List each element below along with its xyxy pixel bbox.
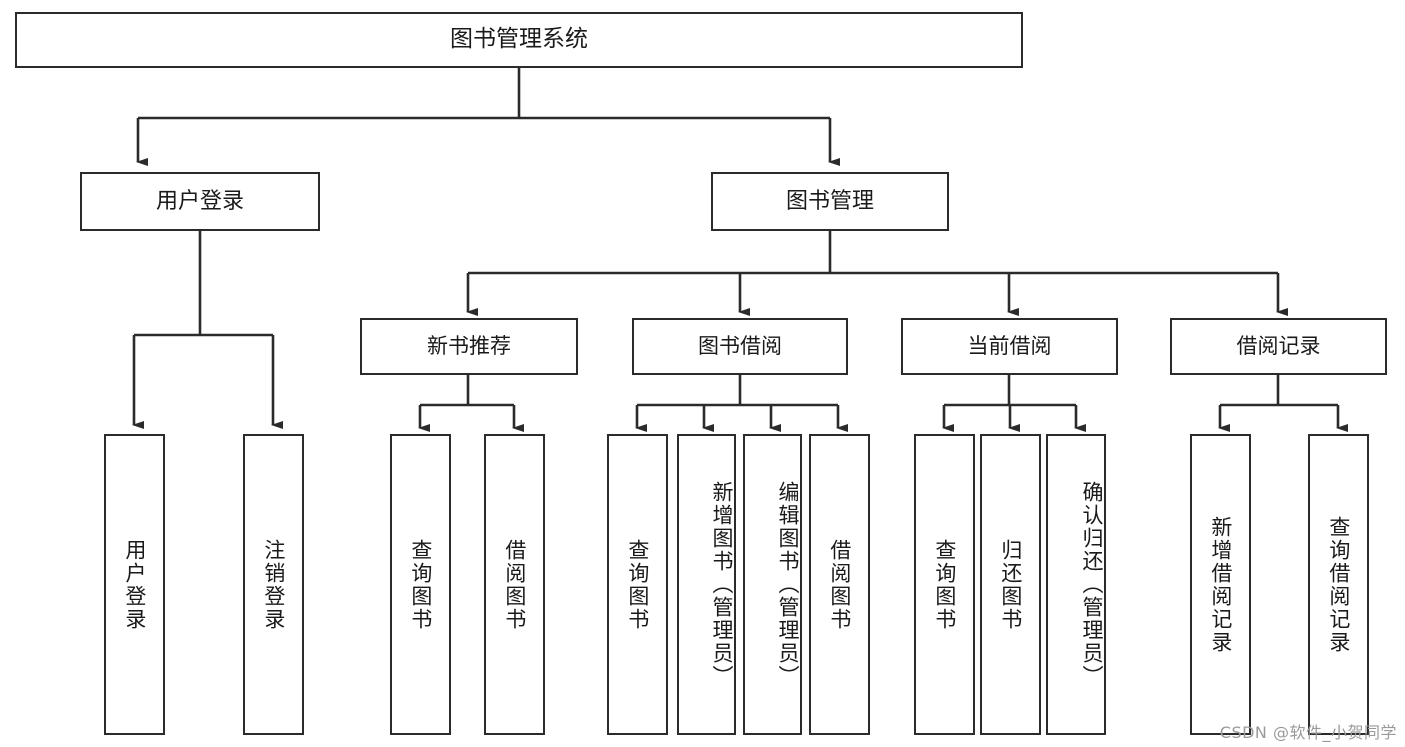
leaf-logout-login[interactable]: 注销登录 (243, 434, 304, 735)
node-book-management[interactable]: 图书管理 (711, 172, 949, 231)
leaf-query-book-current[interactable]: 查询图书 (914, 434, 975, 735)
node-label: 图书借阅 (698, 334, 782, 359)
leaf-query-book-borrow[interactable]: 查询图书 (607, 434, 668, 735)
node-book-borrow[interactable]: 图书借阅 (632, 318, 848, 375)
node-label: 编辑图书（管理员） (776, 481, 800, 688)
leaf-return-book[interactable]: 归还图书 (980, 434, 1041, 735)
node-label: 当前借阅 (967, 334, 1052, 359)
node-label: 图书管理系统 (450, 26, 588, 53)
leaf-edit-book-admin[interactable]: 编辑图书（管理员） (743, 434, 802, 735)
node-root-book-management-system[interactable]: 图书管理系统 (15, 12, 1023, 68)
node-label: 新增图书（管理员） (710, 481, 734, 688)
node-label: 用户登录 (155, 188, 244, 214)
leaf-query-book-recommend[interactable]: 查询图书 (390, 434, 451, 735)
leaf-confirm-return-admin[interactable]: 确认归还（管理员） (1046, 434, 1106, 735)
node-label: 新增借阅记录 (1208, 515, 1233, 654)
leaf-user-login[interactable]: 用户登录 (104, 434, 165, 735)
node-user-login[interactable]: 用户登录 (80, 172, 320, 231)
node-label: 借阅图书 (502, 538, 527, 631)
node-label: 查询图书 (932, 538, 957, 631)
node-label: 借阅记录 (1236, 334, 1321, 359)
leaf-borrow-book-recommend[interactable]: 借阅图书 (484, 434, 545, 735)
leaf-add-borrow-record[interactable]: 新增借阅记录 (1190, 434, 1251, 735)
node-borrow-record[interactable]: 借阅记录 (1170, 318, 1387, 375)
node-label: 用户登录 (122, 538, 147, 631)
node-label: 图书管理 (785, 188, 874, 214)
node-new-book-recommend[interactable]: 新书推荐 (360, 318, 578, 375)
node-label: 借阅图书 (827, 538, 852, 631)
node-label: 归还图书 (998, 538, 1023, 631)
node-label: 注销登录 (261, 538, 286, 631)
node-label: 新书推荐 (427, 334, 511, 359)
leaf-query-borrow-record[interactable]: 查询借阅记录 (1308, 434, 1369, 735)
node-label: 查询借阅记录 (1326, 515, 1351, 654)
leaf-borrow-book[interactable]: 借阅图书 (809, 434, 870, 735)
node-label: 确认归还（管理员） (1080, 481, 1104, 688)
leaf-add-book-admin[interactable]: 新增图书（管理员） (677, 434, 736, 735)
node-label: 查询图书 (625, 538, 650, 631)
watermark-text: CSDN @软件_小贺同学 (1219, 723, 1397, 742)
node-current-borrow[interactable]: 当前借阅 (901, 318, 1118, 375)
node-label: 查询图书 (408, 538, 433, 631)
